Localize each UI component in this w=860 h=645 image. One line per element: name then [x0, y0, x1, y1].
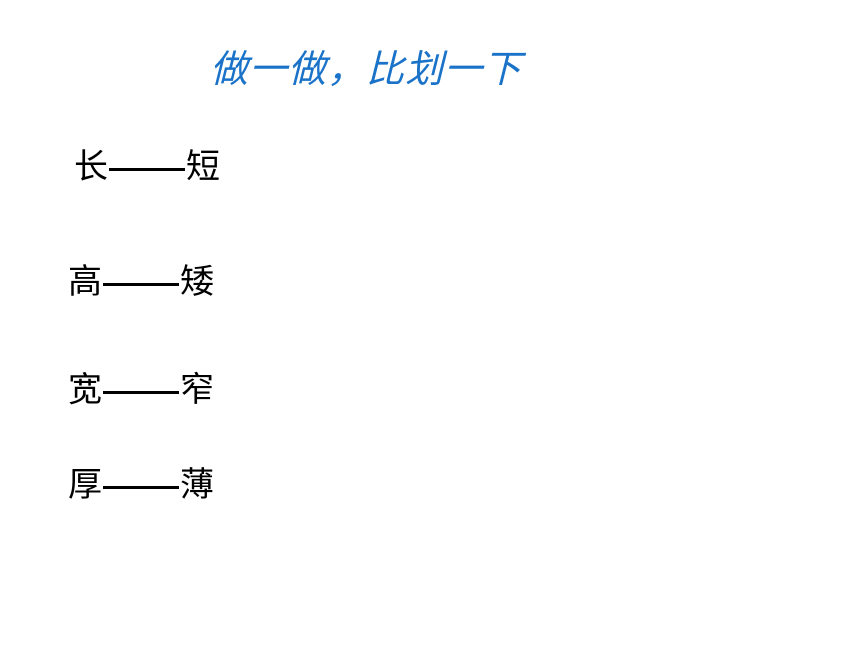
word-left: 高 [68, 262, 102, 302]
word-left: 长 [74, 147, 108, 187]
antonym-pair-tall-short: 高矮 [68, 265, 214, 299]
dash-divider [109, 167, 185, 171]
word-left: 宽 [68, 370, 102, 410]
slide-title: 做一做，比划一下 [210, 47, 523, 91]
dash-divider [103, 485, 179, 489]
dash-divider [103, 282, 179, 286]
dash-divider [103, 390, 179, 394]
word-right: 矮 [180, 262, 214, 302]
antonym-pair-thick-thin: 厚薄 [68, 468, 214, 502]
word-right: 窄 [180, 370, 214, 410]
word-left: 厚 [68, 465, 102, 505]
antonym-pair-wide-narrow: 宽窄 [68, 373, 214, 407]
word-right: 短 [186, 147, 220, 187]
word-right: 薄 [180, 465, 214, 505]
antonym-pair-long-short: 长短 [74, 150, 220, 184]
